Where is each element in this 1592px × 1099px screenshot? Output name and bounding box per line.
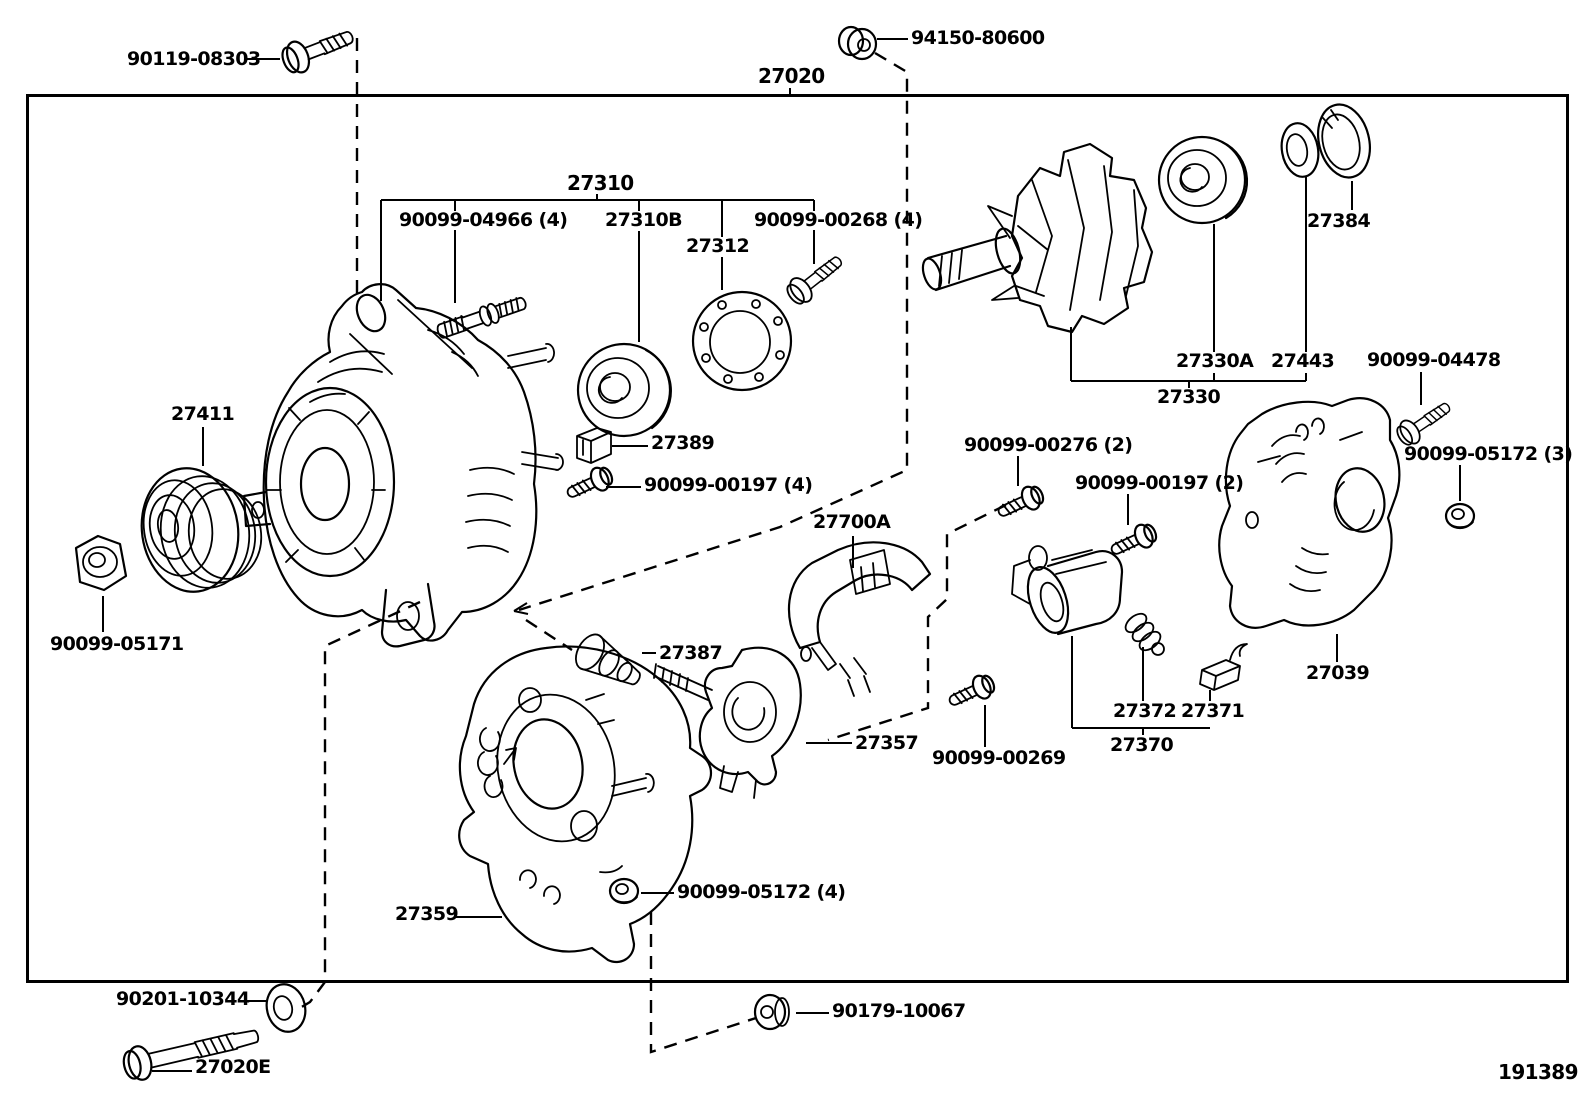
part-label-90099-00269: 90099-00269 (932, 747, 1066, 769)
nut-90099-05171-drawing (74, 534, 128, 592)
part-label-94150-80600: 94150-80600 (911, 27, 1045, 49)
part-label-27389: 27389 (651, 432, 715, 454)
regulator-27370-drawing (1011, 545, 1124, 636)
brush-holder-27357-drawing (653, 646, 802, 799)
bracket-27370 (1071, 636, 1211, 735)
nut-90179-10067-drawing (753, 993, 790, 1031)
part-label-27312: 27312 (686, 235, 750, 257)
part-label-27384: 27384 (1307, 210, 1371, 232)
rear-bracket-27359-drawing (458, 645, 713, 964)
part-label-90099-00276: 90099-00276 (2) (964, 434, 1133, 456)
bracket-27330 (1070, 177, 1307, 388)
part-label-90099-04966: 90099-04966 (4) (399, 209, 568, 231)
part-label-27020: 27020 (758, 64, 825, 88)
arrow-head (513, 602, 529, 615)
part-label-27411: 27411 (171, 403, 235, 425)
part-label-27359: 27359 (395, 903, 459, 925)
brush-27371-drawing (1199, 643, 1248, 691)
insulator-27389-drawing (576, 427, 612, 464)
part-label-90119-08303: 90119-08303 (127, 48, 261, 70)
part-label-90099-00268: 90099-00268 (4) (754, 209, 923, 231)
retainer-27312-drawing (691, 290, 793, 392)
part-label-27370: 27370 (1110, 734, 1174, 756)
bolt-27020E-drawing (122, 1029, 260, 1081)
part-label-27443: 27443 (1271, 350, 1335, 372)
figure-number: 191389 (1498, 1060, 1579, 1084)
part-label-27310B: 27310B (605, 209, 683, 231)
part-label-27310: 27310 (567, 171, 634, 195)
part-label-90099-00197-4: 90099-00197 (4) (644, 474, 813, 496)
part-label-90201-10344: 90201-10344 (116, 988, 250, 1010)
part-label-27330: 27330 (1157, 386, 1221, 408)
spring-27372-drawing (1124, 612, 1165, 656)
part-label-90099-04478: 90099-04478 (1367, 349, 1501, 371)
screw-90099-00197-4-drawing (566, 466, 614, 498)
rear-cover-27039-drawing (1218, 397, 1401, 629)
part-label-27372: 27372 (1113, 700, 1177, 722)
part-label-27700A: 27700A (813, 511, 891, 533)
diagram-frame (26, 94, 1569, 983)
bearing-27330A-drawing (1157, 135, 1249, 225)
bolt-90119-08303-drawing (281, 30, 354, 74)
bolt-90099-04478-drawing (1396, 402, 1451, 446)
pulley-27411-drawing (140, 467, 263, 593)
part-label-90099-05172-4: 90099-05172 (4) (677, 881, 846, 903)
nut-90099-05172-4-drawing (608, 877, 640, 905)
nut-90099-05172-3-drawing (1444, 502, 1476, 530)
front-bracket-drawing (242, 283, 564, 648)
part-label-90099-00197-2: 90099-00197 (2) (1075, 472, 1244, 494)
screw-90099-00197-2-drawing (1110, 523, 1158, 555)
rotor-27330-drawing (921, 142, 1154, 334)
part-label-90099-05172-3: 90099-05172 (3) (1404, 443, 1573, 465)
part-label-27387: 27387 (659, 642, 723, 664)
washer-90201-10344-drawing (265, 983, 307, 1033)
screw-90099-00276-drawing (997, 485, 1045, 517)
part-label-27371: 27371 (1181, 700, 1245, 722)
assembly-dashed-lines (299, 38, 1007, 1054)
bearing-27310B-drawing (576, 342, 672, 438)
nut-94150-80600-drawing (837, 25, 878, 61)
part-label-27020E: 27020E (195, 1056, 271, 1078)
bracket-27310 (380, 194, 815, 342)
part-label-27039: 27039 (1306, 662, 1370, 684)
part-label-90179-10067: 90179-10067 (832, 1000, 966, 1022)
bolt-90099-00268-drawing (786, 256, 843, 305)
part-label-27330A: 27330A (1176, 350, 1254, 372)
washer-27443-drawing (1280, 122, 1320, 178)
part-label-90099-05171: 90099-05171 (50, 633, 184, 655)
ring-27384-drawing (1317, 103, 1371, 179)
screw-90099-00269-drawing (948, 674, 996, 706)
stud-90099-04966-drawing (436, 296, 527, 339)
part-label-27357: 27357 (855, 732, 919, 754)
rectifier-27700A-drawing (787, 541, 932, 697)
leader-lines (102, 38, 1461, 1072)
